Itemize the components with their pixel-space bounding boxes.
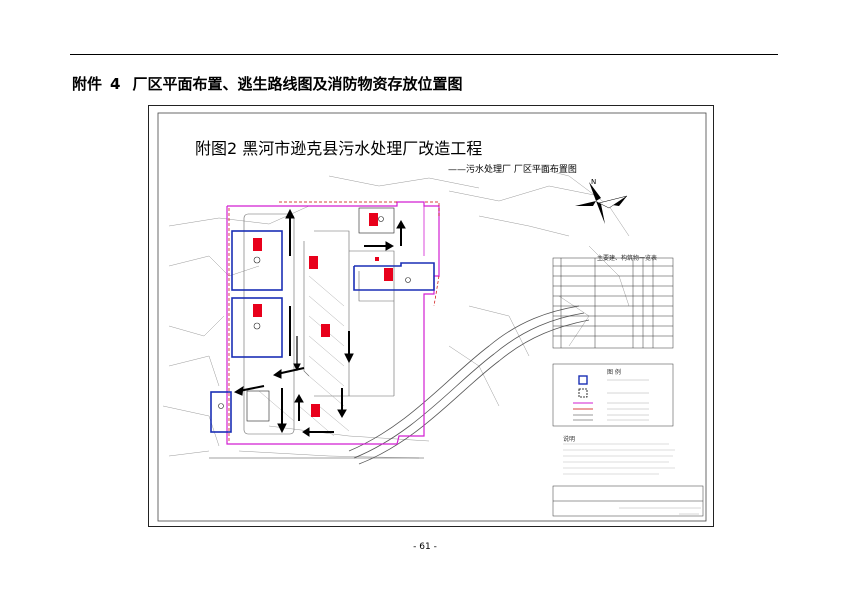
fire-supply-3 <box>309 256 318 269</box>
legend-building-icon <box>578 375 588 385</box>
legend-planned-icon <box>578 388 588 398</box>
fire-supply-5 <box>369 213 378 226</box>
access-road <box>348 305 590 465</box>
building-3 <box>210 391 232 433</box>
building-4 <box>353 262 435 291</box>
fire-supply-points <box>253 213 393 417</box>
header-rule <box>70 54 778 55</box>
drawing-subtitle: ——污水处理厂 厂区平面布置图 <box>448 165 577 175</box>
heading-number: 4 <box>110 75 121 93</box>
table-title: 主要建、构筑物一览表 <box>597 255 658 262</box>
terrain-lines <box>162 165 630 459</box>
site-boundary <box>228 201 440 442</box>
fire-supply-7 <box>311 404 320 417</box>
fire-supply-1 <box>253 238 262 251</box>
inner-frame <box>157 112 707 522</box>
heading-title: 厂区平面布置、逃生路线图及消防物资存放位置图 <box>132 75 463 93</box>
title-block <box>552 485 704 517</box>
site-plan-drawing: N <box>148 105 714 527</box>
fire-supply-6 <box>384 268 393 281</box>
title-block-text <box>619 507 701 515</box>
fire-supply-8 <box>375 257 379 261</box>
notes-block <box>563 443 675 475</box>
page-number: - 61 - <box>413 542 437 552</box>
svg-text:N: N <box>591 178 596 186</box>
heading-prefix: 附件 <box>72 75 103 93</box>
minor-structures <box>218 207 411 422</box>
structure-table <box>552 257 674 349</box>
fire-supply-2 <box>253 304 262 317</box>
buildings <box>210 230 435 433</box>
drawing-title: 附图2 黑河市逊克县污水处理厂改造工程 <box>195 139 483 158</box>
escape-routes <box>233 208 406 437</box>
building-2 <box>231 297 283 358</box>
notes-title: 说明 <box>563 436 576 443</box>
site-plan-svg: N <box>157 112 707 522</box>
legend-title: 图 例 <box>607 369 621 376</box>
building-1 <box>231 230 283 291</box>
fire-supply-4 <box>321 324 330 337</box>
north-arrow-icon: N <box>575 178 628 224</box>
page-heading: 附件 4 厂区平面布置、逃生路线图及消防物资存放位置图 <box>72 73 462 94</box>
legend <box>552 363 674 427</box>
